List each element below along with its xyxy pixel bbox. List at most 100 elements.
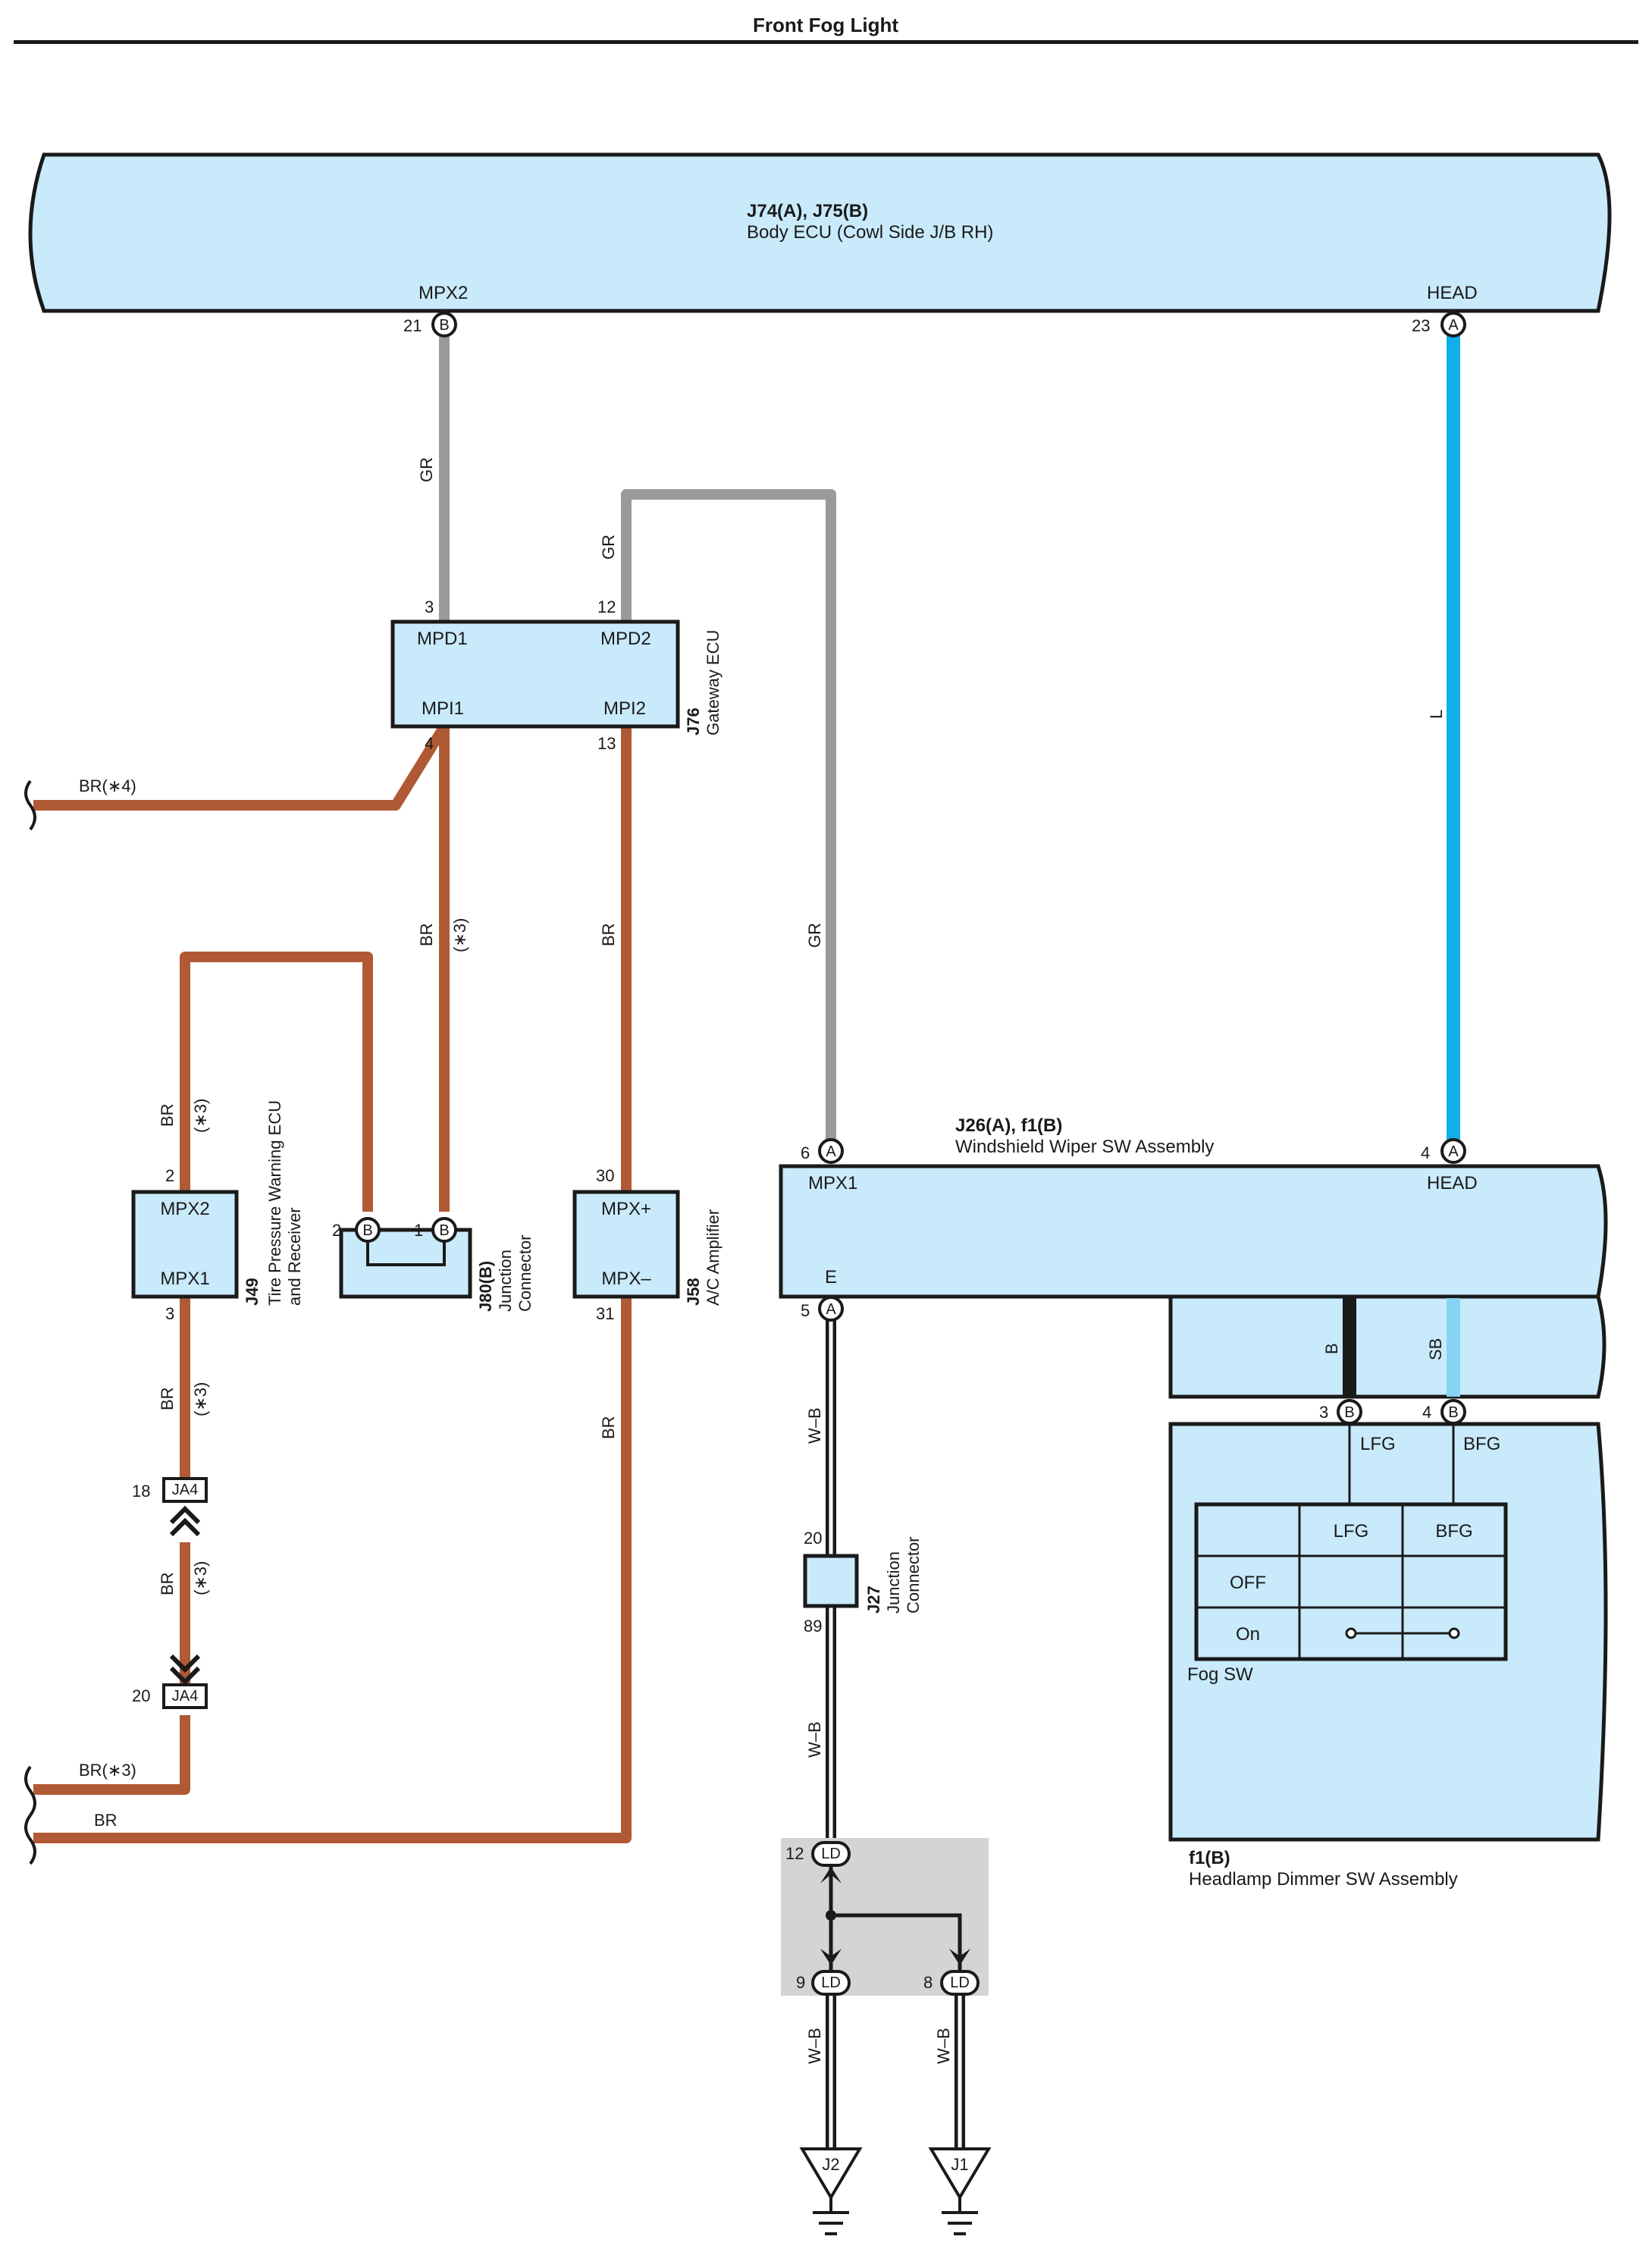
fog-sw-row-off: OFF (1230, 1573, 1266, 1593)
j80-name-2: Connector (516, 1234, 534, 1312)
gateway-pin12: 12 (597, 598, 616, 616)
ja4-20-label: JA4 (172, 1688, 198, 1705)
wiper-pin4: 4 (1421, 1143, 1430, 1162)
label-br-tire-low: BR (158, 1572, 177, 1595)
wiper-name: Windshield Wiper SW Assembly (955, 1137, 1214, 1157)
connector-b-21-label: B (439, 317, 449, 334)
wire-br-loop (180, 952, 373, 1212)
label-br-tire-top: BR (158, 1103, 177, 1127)
connector-a-wiper-4 (1440, 1138, 1466, 1164)
ja4-pin20: 20 (132, 1686, 150, 1705)
wiper-code: J26(A), f1(B) (955, 1115, 1062, 1136)
fog-sw-col-bfg: BFG (1435, 1521, 1472, 1542)
ground-j1: J1 (928, 2147, 992, 2235)
wiper-pin-head: HEAD (1427, 1173, 1478, 1193)
ac-amp-pin31: 31 (596, 1304, 614, 1323)
label-wb-3: W–B (805, 2028, 824, 2064)
tire-ecu-pin3: 3 (165, 1304, 174, 1323)
dimmer-name: Headlamp Dimmer SW Assembly (1189, 1869, 1458, 1890)
gateway-pin3: 3 (425, 598, 434, 616)
ld-9-label: LD (821, 1974, 841, 1991)
dimmer-pin-lfg: LFG (1360, 1434, 1396, 1454)
gateway-name: Gateway ECU (704, 630, 723, 736)
ja4-pin18: 18 (132, 1482, 150, 1501)
wiper-pin-e: E (825, 1267, 837, 1288)
ld-splice: 12 LD 9 LD 8 LD (781, 1838, 989, 1996)
ld-pin9: 9 (796, 1973, 805, 1992)
ld-8-label: LD (950, 1974, 970, 1991)
wire-labels: GR GR GR L BR(∗4) BR (∗3) BR BR (∗3) BR … (79, 457, 1446, 2064)
ac-amp-name: A/C Amplifier (704, 1209, 723, 1306)
tire-ecu-name-2: and Receiver (285, 1207, 304, 1306)
ground-j1-label: J1 (951, 2155, 968, 2174)
dimmer-pin3: 3 (1319, 1403, 1328, 1422)
wire-br-mpi2-ac (33, 726, 632, 1843)
label-note3-tire-low: (∗3) (191, 1561, 210, 1595)
connector-a-wiper-6-label: A (826, 1143, 836, 1160)
dimmer-pin-bfg: BFG (1463, 1434, 1500, 1454)
wiper-pin5: 5 (801, 1301, 810, 1320)
label-note3-mpi1: (∗3) (450, 918, 469, 952)
connector-b-j80-2 (355, 1217, 381, 1243)
connector-ja4-20: 20 JA4 (132, 1654, 208, 1709)
gateway-pin-mpi1: MPI1 (422, 698, 464, 719)
wiper-pin-mpx1: MPX1 (808, 1173, 857, 1193)
label-br-mpi1: BR (417, 923, 436, 946)
label-b: B (1322, 1343, 1341, 1354)
j80-pin1: 1 (414, 1221, 423, 1240)
ac-amp-code: J58 (684, 1278, 703, 1306)
connector-a-wiper-6 (818, 1138, 844, 1164)
ac-amp-pin30: 30 (596, 1166, 614, 1185)
label-br-ac: BR (599, 1416, 618, 1439)
gateway-ecu: 3 12 MPD1 MPD2 MPI1 MPI2 4 13 J76 Gatewa… (390, 598, 723, 753)
dimmer-code: f1(B) (1189, 1848, 1230, 1868)
label-br-note3: BR(∗3) (79, 1761, 136, 1780)
body-ecu-name: Body ECU (Cowl Side J/B RH) (747, 222, 993, 243)
gateway-pin-mpd2: MPD2 (600, 629, 651, 649)
label-wb-1: W–B (805, 1407, 824, 1444)
fog-sw-on-bfg-point (1448, 1627, 1460, 1639)
wire-gr-mpd2-wiper (621, 489, 836, 1140)
connector-a-wiper-5-label: A (826, 1301, 836, 1318)
body-ecu-pin-mpx2: MPX2 (418, 283, 468, 303)
label-gr-1: GR (417, 457, 436, 482)
wiper-sw-extension (1168, 1294, 1607, 1399)
fog-sw-row-on: On (1236, 1624, 1260, 1645)
j80-name-1: Junction (496, 1250, 515, 1312)
label-br-plain: BR (94, 1811, 118, 1830)
ac-amplifier: 30 MPX+ MPX– 31 J58 A/C Amplifier (572, 1166, 723, 1323)
connector-a-wiper-4-label: A (1448, 1143, 1459, 1160)
tire-ecu-code: J49 (243, 1278, 262, 1306)
body-ecu: J74(A), J75(B) Body ECU (Cowl Side J/B R… (28, 152, 1612, 337)
j27-pin89: 89 (804, 1617, 822, 1636)
j27-name-1: Junction (884, 1551, 903, 1614)
junction-j80: 2 B 1 B J80(B) Junction Connector (332, 1217, 534, 1312)
body-ecu-code: J74(A), J75(B) (747, 201, 868, 221)
gateway-pin4: 4 (425, 734, 434, 753)
label-sb: SB (1426, 1338, 1445, 1360)
connector-b-j80-1 (431, 1217, 457, 1243)
fog-sw-col-lfg: LFG (1334, 1521, 1369, 1542)
body-ecu-pin-head: HEAD (1427, 283, 1478, 303)
ld-pin12: 12 (785, 1844, 804, 1863)
j27-name-2: Connector (904, 1536, 923, 1614)
ja4-18-label: JA4 (172, 1482, 198, 1498)
connector-ja4-18: 18 JA4 (132, 1477, 208, 1537)
gateway-pin-mpd1: MPD1 (417, 629, 468, 649)
gateway-code: J76 (684, 707, 703, 736)
j27-code: J27 (864, 1585, 883, 1614)
label-wb-2: W–B (805, 1721, 824, 1758)
tire-pressure-ecu: 2 MPX2 MPX1 3 J49 Tire Pressure Warning … (131, 1100, 304, 1323)
diagram-title: Front Fog Light (753, 14, 898, 36)
ac-amp-pin-minus: MPX– (601, 1269, 651, 1289)
label-note3-tire-top: (∗3) (191, 1099, 210, 1133)
junction-j27: 20 89 J27 Junction Connector (803, 1529, 923, 1636)
label-br-note4: BR(∗4) (79, 776, 136, 795)
ld-12-label: LD (821, 1846, 841, 1862)
wire-wb-to-ground (826, 1994, 965, 2147)
ground-j2-label: J2 (822, 2155, 839, 2174)
headlamp-dimmer-sw: 3 B 4 B LFG BFG f1(B) Headlamp Dimmer SW… (1168, 1399, 1608, 1890)
ground-j2: J2 (799, 2147, 863, 2235)
fog-sw-on-lfg-point (1345, 1627, 1357, 1639)
ac-amp-pin-plus: MPX+ (601, 1199, 651, 1219)
